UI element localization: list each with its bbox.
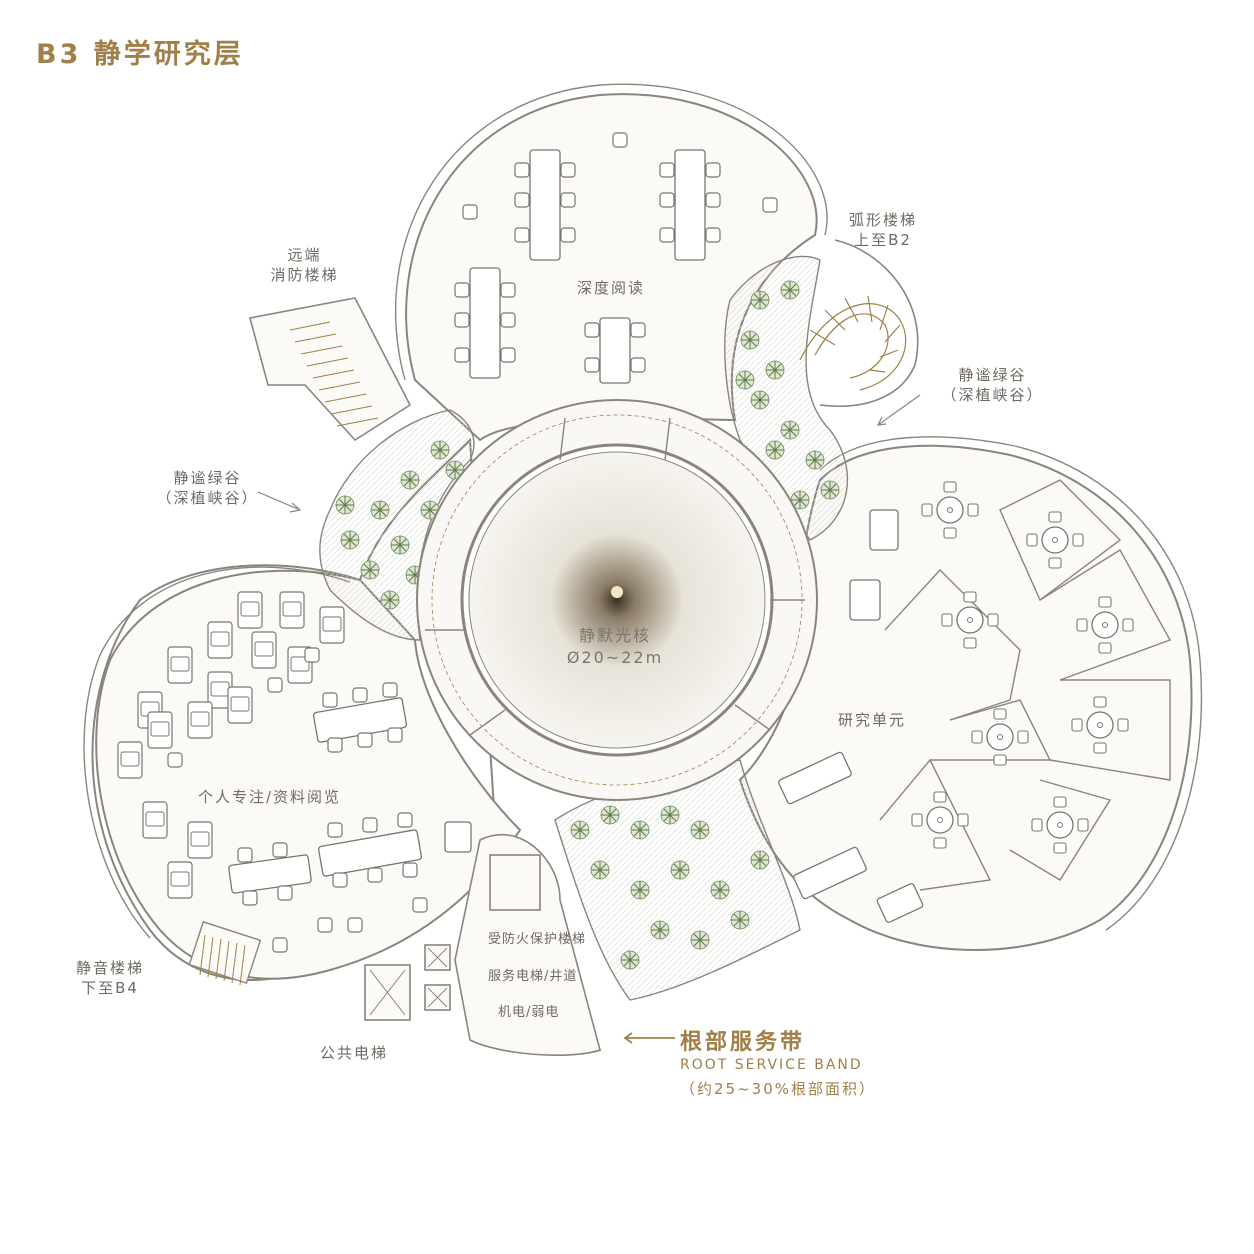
callout-remote-fire-stair-line1: 远端: [287, 246, 322, 264]
callout-green-valley-left: 静谧绿谷 （深植峡谷）: [150, 468, 265, 508]
callout-arc-stair-line1: 弧形楼梯: [848, 211, 917, 229]
callout-quiet-stair: 静音楼梯 下至B4: [65, 958, 155, 998]
zone-label-deep-reading: 深度阅读: [577, 279, 646, 297]
callout-green-valley-left-line2: （深植峡谷）: [156, 489, 259, 507]
core-ring: [416, 399, 818, 801]
callout-quiet-stair-line2: 下至B4: [81, 979, 139, 997]
zone-label-personal-focus: 个人专注/资料阅览: [198, 788, 342, 806]
callout-green-valley-right-line2: （深植峡谷）: [941, 386, 1044, 404]
core-name: 静默光核: [578, 626, 651, 645]
callout-green-valley-right: 静谧绿谷 （深植峡谷）: [935, 365, 1050, 405]
page-title: B3 静学研究层: [36, 39, 244, 70]
callout-remote-fire-stair-line2: 消防楼梯: [270, 266, 339, 284]
callout-arc-stair-line2: 上至B2: [854, 231, 912, 249]
callout-arc-stair: 弧形楼梯 上至B2: [838, 210, 928, 250]
callout-green-valley-left-line1: 静谧绿谷: [173, 469, 242, 487]
arc-stair: [799, 295, 907, 391]
callout-fire-stair: 受防火保护楼梯: [488, 932, 587, 947]
zone-label-research-units: 研究单元: [838, 711, 907, 729]
callout-service-elevator: 服务电梯/井道: [488, 969, 578, 984]
core-label: 静默光核 Ø20~22m: [515, 625, 715, 669]
deep-reading-furniture: [469, 149, 706, 384]
core-diameter: Ø20~22m: [566, 648, 664, 667]
root-service-band-note: （约25~30%根部面积）: [680, 1080, 876, 1098]
callout-remote-fire-stair: 远端 消防楼梯: [262, 245, 347, 285]
quiet-stair: [188, 920, 262, 986]
callout-public-elevator: 公共电梯: [320, 1044, 389, 1062]
root-service-band-title: 根部服务带: [680, 1030, 806, 1055]
leader-arrows: [257, 394, 921, 1044]
callout-green-valley-right-line1: 静谧绿谷: [958, 366, 1027, 384]
callout-quiet-stair-line1: 静音楼梯: [75, 959, 144, 977]
remote-fire-stair: [249, 297, 412, 442]
root-service-band-subtitle: ROOT SERVICE BAND: [680, 1057, 863, 1073]
callout-mep: 机电/弱电: [498, 1005, 560, 1020]
